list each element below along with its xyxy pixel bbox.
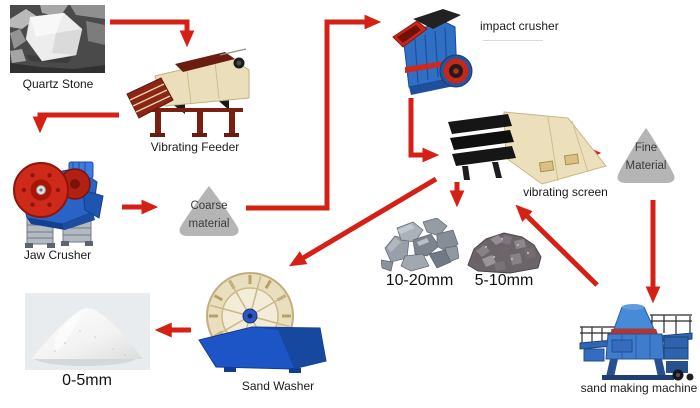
sand-washer-label: Sand Washer — [241, 379, 315, 393]
vibrating-feeder-label: Vibrating Feeder — [150, 140, 240, 154]
fine-material-pile — [611, 126, 681, 186]
aggregate-10-20-label: 10-20mm — [385, 272, 454, 289]
jaw-crusher-illustration — [5, 148, 110, 248]
arrow-coarse-to-impact — [246, 14, 382, 211]
fine-material-label: Fine Material — [625, 142, 667, 172]
coarse-material-label: Coarse material — [188, 200, 230, 230]
quartz-stone-photo — [10, 5, 105, 73]
sand-0-5-label: 0-5mm — [62, 372, 112, 389]
coarse-material-pile — [172, 184, 246, 238]
aggregate-5-10-photo — [464, 227, 544, 275]
arrow-quartz-to-feeder — [110, 19, 195, 48]
arrow-screen-to-washer — [289, 176, 438, 267]
aggregate-5-10-label: 5-10mm — [474, 272, 534, 289]
sand-0-5-photo — [25, 293, 150, 370]
arrow-sandmachine-to-screen — [515, 204, 599, 287]
vibrating-screen-label: vibrating screen — [523, 185, 608, 199]
aggregate-10-20-photo — [381, 218, 459, 273]
impact-crusher-illustration — [385, 5, 475, 98]
vibrating-feeder-illustration — [125, 48, 255, 140]
sand-making-machine-illustration — [578, 303, 694, 381]
jaw-crusher-label: Jaw Crusher — [23, 248, 92, 262]
sand-making-machine-label: sand making machine — [580, 381, 698, 395]
sand-washer-illustration — [196, 270, 331, 375]
quartz-stone-label: Quartz Stone — [22, 77, 94, 91]
vibrating-screen-illustration — [448, 110, 612, 190]
arrow-feeder-to-jaw — [32, 112, 119, 134]
impact-crusher-label: impact crusher — [480, 19, 559, 33]
arrow-impact-to-screen — [408, 98, 440, 163]
impact-crusher-divider — [483, 40, 543, 41]
